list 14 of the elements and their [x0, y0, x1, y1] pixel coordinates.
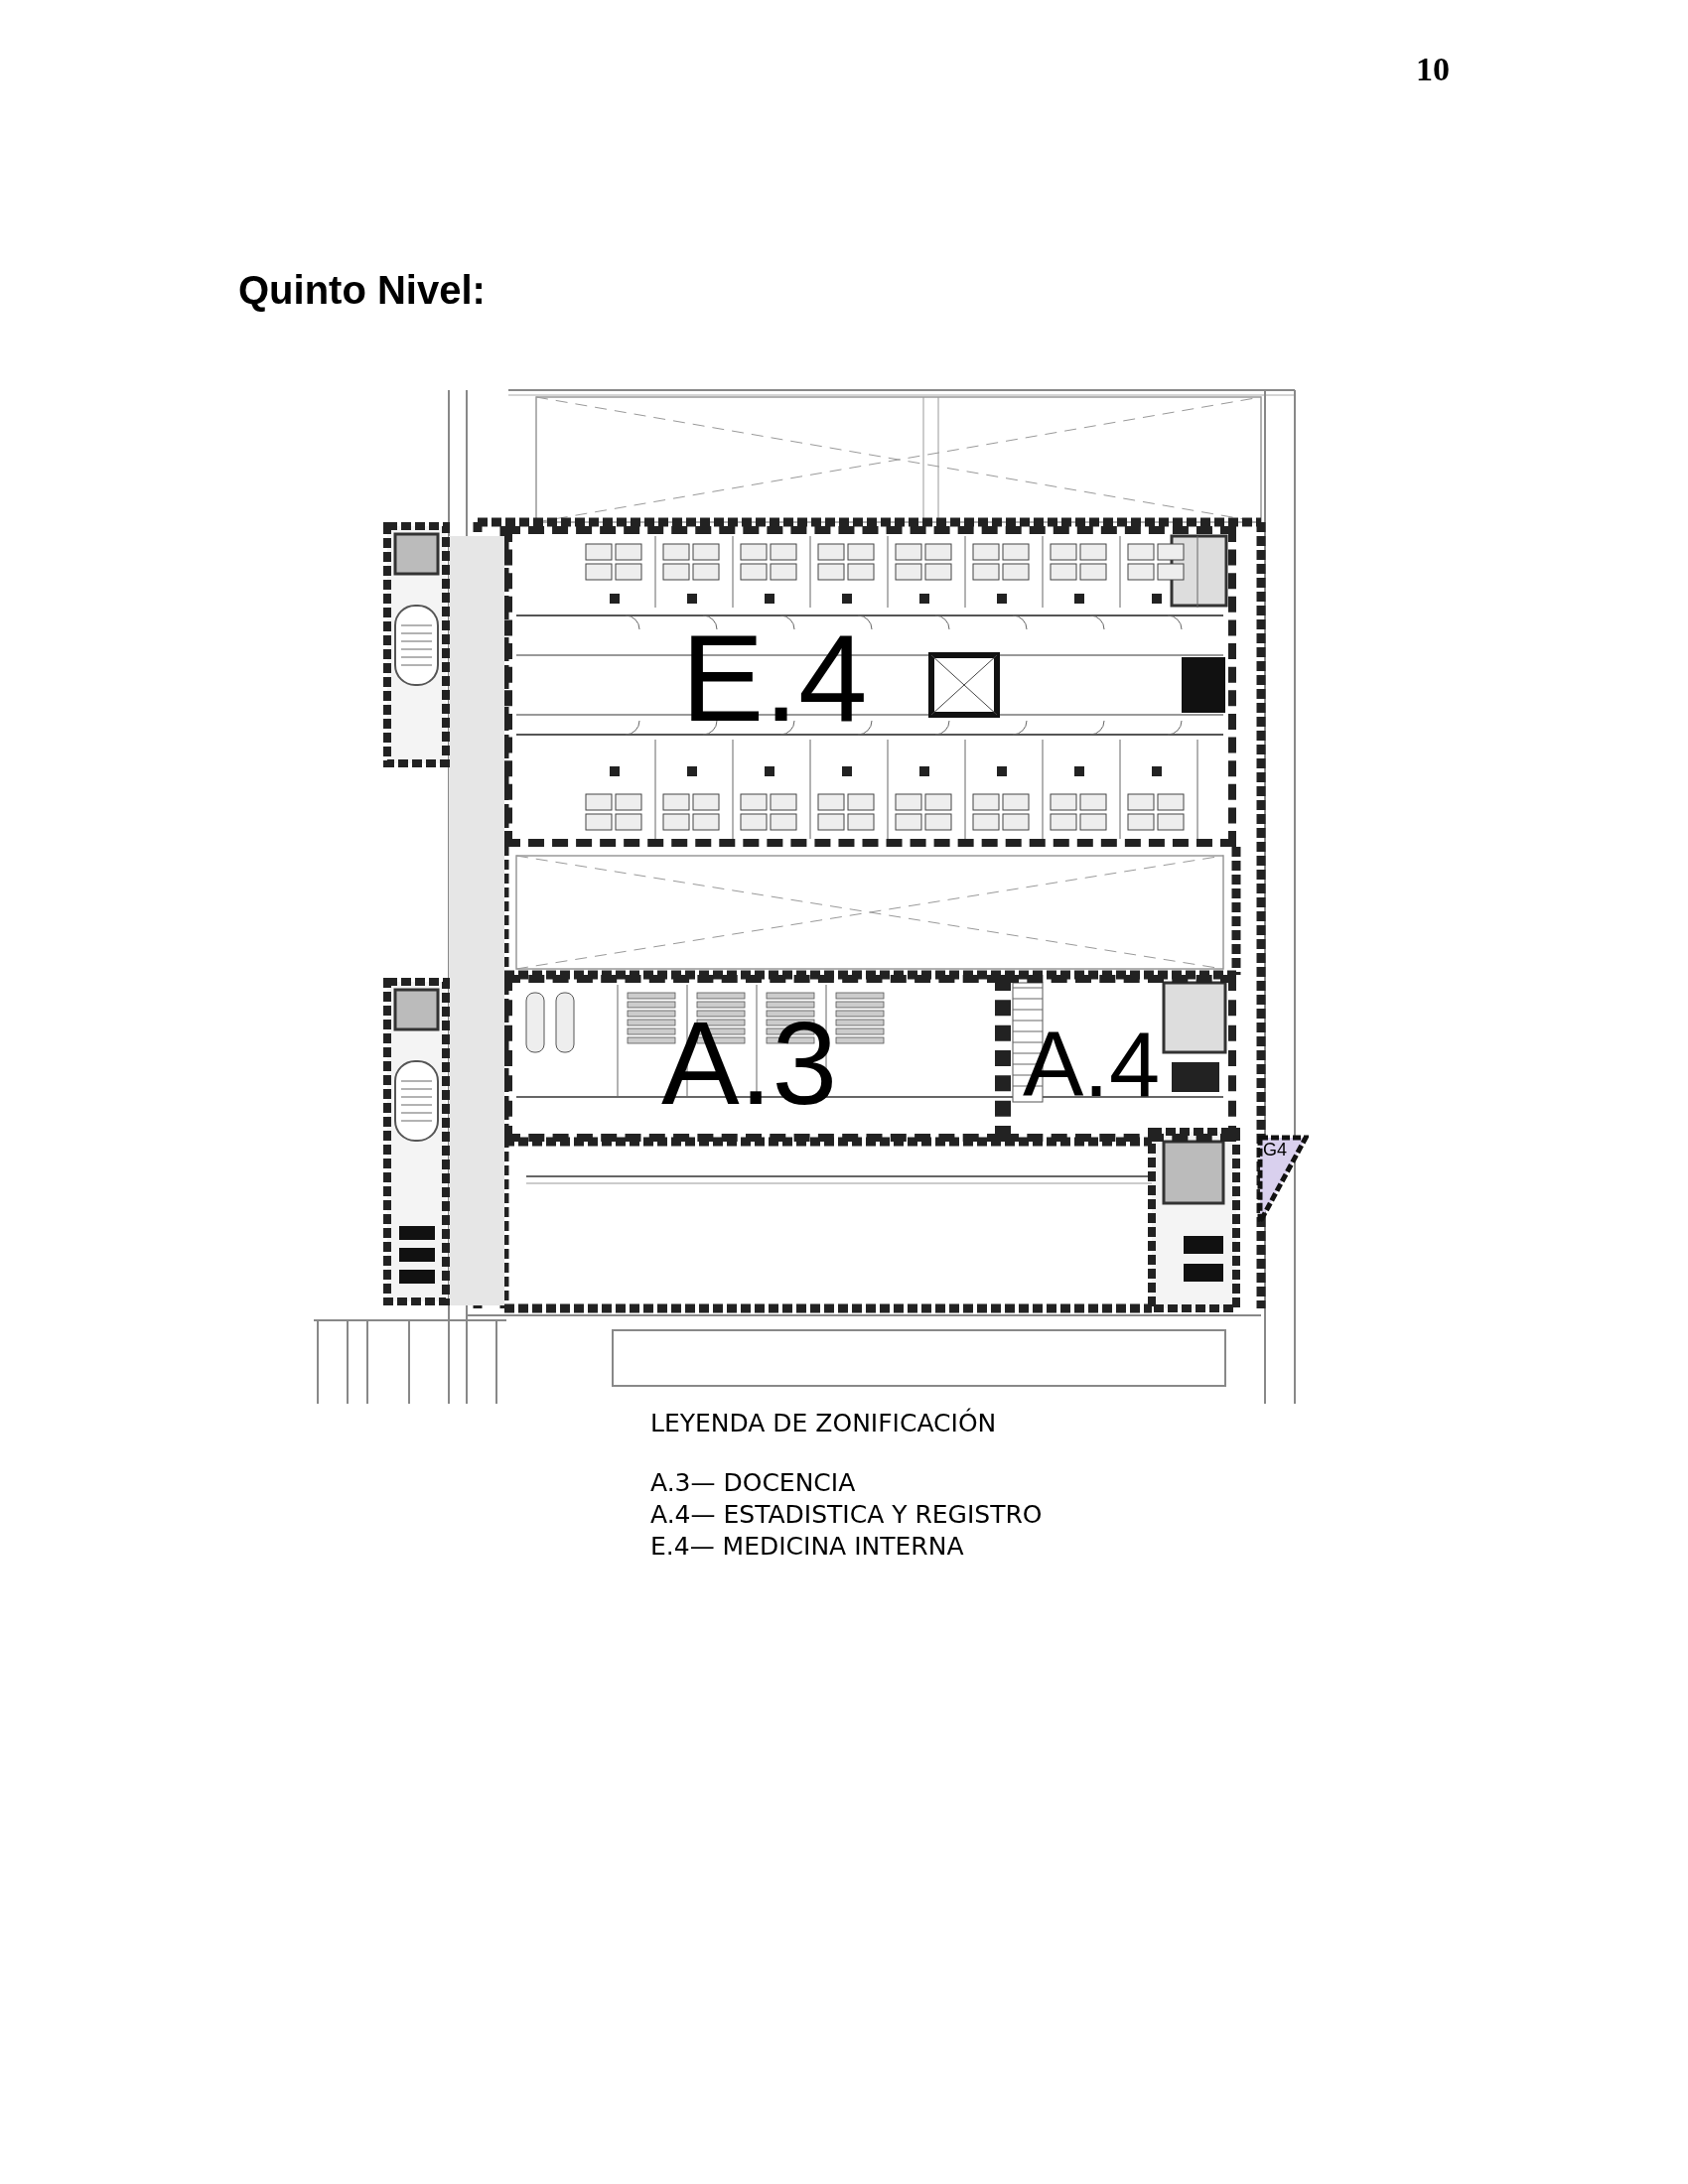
legend-entry: A.3— DOCENCIA — [650, 1467, 857, 1499]
zone-code: E.4 — [681, 615, 868, 740]
zone-code: A.3 — [661, 1005, 838, 1122]
zone-area — [504, 526, 1236, 847]
zone-area — [1003, 975, 1236, 1142]
legend-title: LEYENDA DE ZONIFICACIÓN — [650, 1408, 998, 1439]
legend-entry: E.4— MEDICINA INTERNA — [650, 1531, 965, 1563]
triangle-zone — [1257, 1135, 1309, 1225]
legend-entry: A.4— ESTADISTICA Y REGISTRO — [650, 1499, 1043, 1531]
zone-code: G4 — [1263, 1141, 1287, 1159]
zone-area — [504, 975, 1003, 1142]
page-number: 10 — [1416, 50, 1450, 89]
zone-code: A.4 — [1023, 1019, 1161, 1110]
page-title: Quinto Nivel: — [238, 267, 486, 314]
